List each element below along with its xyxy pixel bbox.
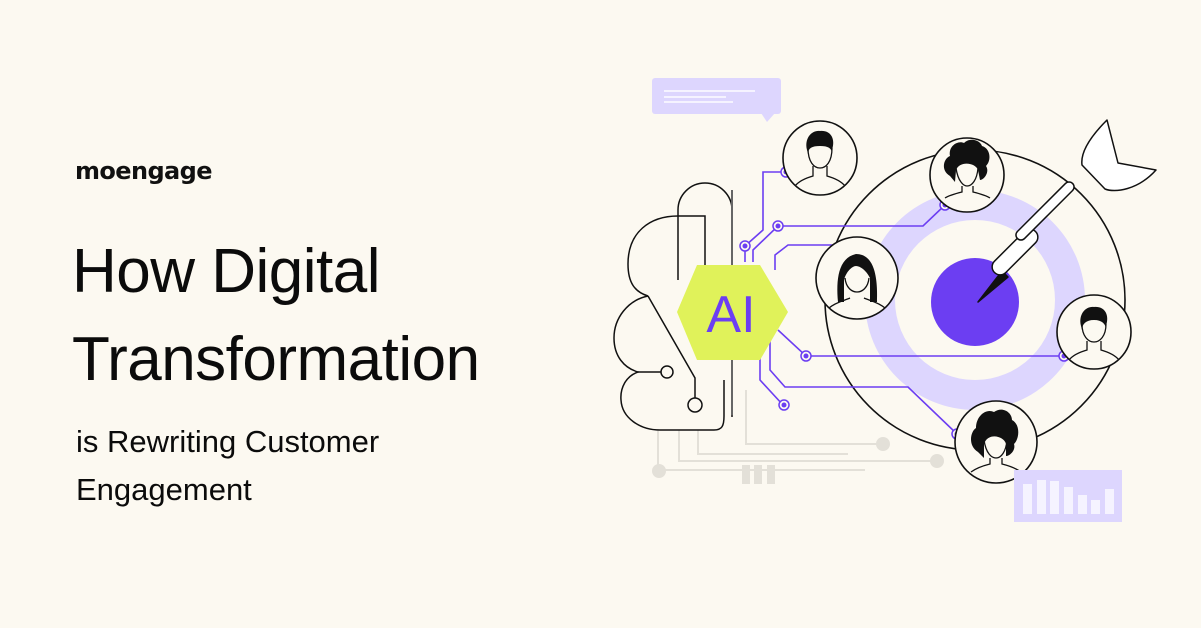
page-subtitle: is Rewriting Customer Engagement xyxy=(76,418,379,514)
page-title: How Digital Transformation xyxy=(72,228,480,404)
bar-chart-icon xyxy=(1014,470,1122,522)
ai-hexagon-icon: AI xyxy=(677,265,788,360)
brain-circuit-icon xyxy=(613,182,733,431)
brand-logo: moengage xyxy=(75,157,213,185)
title-line-2: Transformation xyxy=(72,325,480,394)
dart-icon xyxy=(977,119,1157,303)
user-avatar-icon xyxy=(782,120,1132,484)
ai-label: AI xyxy=(706,286,755,344)
subtitle-line-2: Engagement xyxy=(76,472,252,507)
subtitle-line-1: is Rewriting Customer xyxy=(76,424,380,459)
title-line-1: How Digital xyxy=(72,237,381,306)
gray-circuit-nodes-icon xyxy=(652,437,944,484)
chat-bubble-icon xyxy=(652,78,781,122)
